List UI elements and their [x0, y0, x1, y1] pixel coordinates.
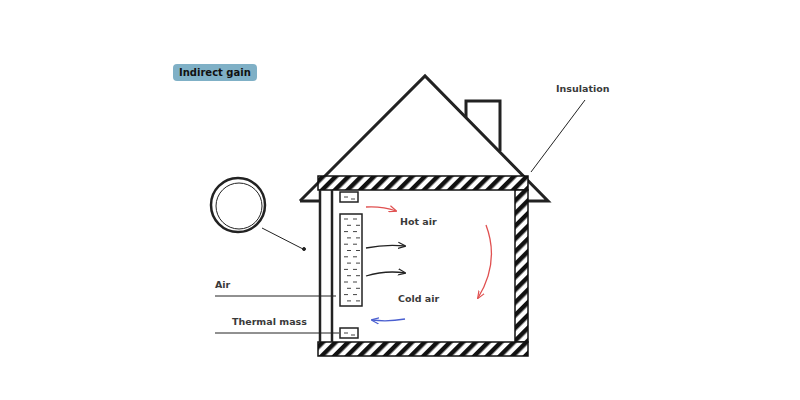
mass-dash — [344, 231, 348, 232]
mass-dash — [347, 225, 351, 226]
mass-dash — [353, 294, 357, 295]
glazed-wall — [320, 190, 332, 342]
mass-dash — [344, 219, 348, 220]
mass-dash — [353, 256, 357, 257]
mass-dash — [353, 219, 357, 220]
mass-dash — [351, 199, 355, 200]
mass-dash — [353, 231, 357, 232]
mass-dash — [347, 263, 351, 264]
mass-dash — [353, 269, 357, 270]
mass-dash — [344, 282, 348, 283]
leader-lines — [215, 100, 585, 333]
mass-dash — [347, 250, 351, 251]
mass-dash — [344, 256, 348, 257]
part-label: Insulation — [556, 83, 609, 94]
part-label: Hot air — [400, 216, 437, 227]
mass-texture — [344, 197, 360, 335]
mass-dash — [356, 300, 360, 301]
mass-dash — [344, 197, 348, 198]
mass-dash — [344, 244, 348, 245]
mass-dash — [347, 275, 351, 276]
insulation-wall — [318, 176, 528, 356]
sun-symbol — [211, 178, 306, 251]
mass-dash — [347, 288, 351, 289]
mass-dash — [347, 237, 351, 238]
part-label: Air — [215, 279, 230, 290]
mass-dash — [356, 263, 360, 264]
mass-dash — [347, 300, 351, 301]
mass-dash — [356, 275, 360, 276]
part-label: Thermal mass — [232, 316, 307, 327]
air-flow-arrows — [366, 207, 491, 321]
mass-dash — [356, 237, 360, 238]
mass-dash — [353, 244, 357, 245]
mass-dash — [344, 269, 348, 270]
mass-dash — [356, 250, 360, 251]
title-badge: Indirect gain — [173, 64, 257, 81]
part-label: Cold air — [398, 293, 439, 304]
mass-dash — [353, 282, 357, 283]
roof — [300, 76, 548, 201]
mass-dash — [356, 288, 360, 289]
mass-dash — [351, 335, 355, 336]
thermal-mass-wall — [340, 192, 362, 338]
mass-dash — [344, 294, 348, 295]
mass-dash — [356, 225, 360, 226]
mass-dash — [344, 333, 348, 334]
